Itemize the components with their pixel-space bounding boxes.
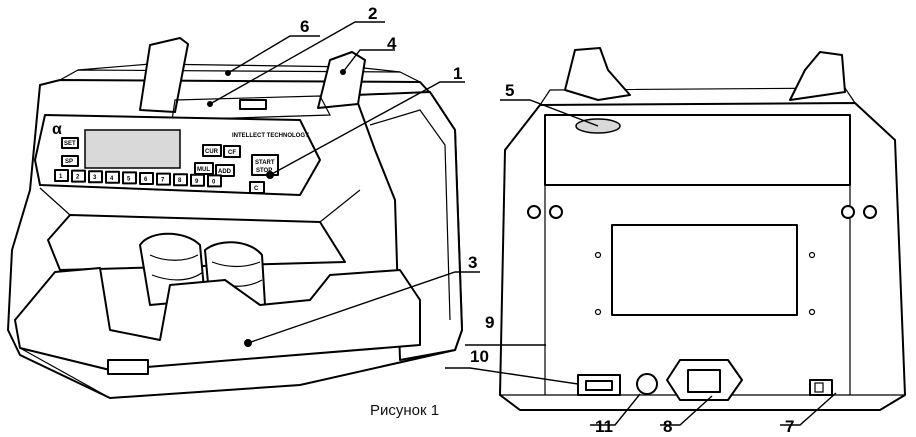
figure-caption: Рисунок 1	[370, 402, 440, 419]
digit-key-5[interactable]	[122, 171, 137, 185]
callout-numbers: 6 2 4 1 3 5 9 10 11 8 7	[300, 4, 794, 436]
plate-screw	[808, 308, 816, 316]
rear-guide-right	[789, 51, 846, 101]
lcd-display	[84, 129, 181, 169]
digit-key-4[interactable]	[105, 170, 120, 184]
cf-button[interactable]	[223, 145, 241, 158]
callout-9: 9	[485, 313, 494, 332]
callout-8: 8	[663, 417, 672, 436]
callout-6: 6	[300, 17, 309, 36]
callout-7: 7	[785, 417, 794, 436]
panel-buttons: SET SP CUR CF MUL ADD START STOP 1 2 3 4 5 6 7…	[54, 137, 279, 194]
callout-11: 11	[595, 417, 613, 436]
digit-key-label: 9	[195, 179, 199, 185]
stop-label: STOP	[256, 168, 272, 174]
digit-key-7[interactable]	[156, 172, 171, 186]
power-socket-inner	[687, 369, 721, 393]
power-switch-rocker	[814, 382, 824, 393]
hopper-tray	[171, 95, 331, 121]
cf-button-label: CF	[228, 150, 236, 156]
brand-label: INTELLECT TECHNOLOGY	[232, 133, 309, 139]
left-guide	[139, 37, 189, 113]
digit-key-label: 4	[110, 176, 114, 182]
start-label: START	[255, 160, 275, 166]
digit-key-label: 6	[144, 177, 148, 183]
serial-port-inner	[585, 380, 613, 391]
rear-label-plate	[611, 224, 798, 316]
vent-slot	[107, 359, 149, 375]
rear-screw-4	[863, 205, 877, 219]
add-button-label: ADD	[218, 169, 232, 175]
hopper-slot	[239, 99, 267, 110]
set-button[interactable]	[61, 137, 79, 149]
digit-key-label: 5	[127, 176, 131, 182]
digit-key-6[interactable]	[139, 172, 154, 185]
plate-screw	[594, 308, 602, 316]
rear-screw-2	[549, 205, 563, 219]
front-bottom-tray	[14, 267, 421, 371]
fuse-holder	[636, 373, 658, 395]
digit-key-9[interactable]	[190, 173, 205, 187]
top-rim	[59, 69, 421, 83]
sp-button[interactable]	[61, 155, 79, 167]
callout-10: 10	[470, 347, 489, 366]
rear-view	[499, 47, 906, 411]
rear-guide-left	[564, 47, 631, 101]
callout-3: 3	[468, 253, 477, 272]
leader-lines	[209, 21, 837, 426]
rear-top-face	[539, 87, 856, 106]
clear-button[interactable]	[249, 181, 265, 194]
callout-4: 4	[387, 34, 397, 53]
digit-key-0[interactable]	[207, 174, 222, 188]
sp-button-label: SP	[65, 159, 73, 165]
digit-key-1[interactable]	[54, 169, 69, 182]
start-stop-button[interactable]	[251, 154, 279, 176]
digit-key-label: 3	[93, 175, 97, 181]
power-switch[interactable]	[809, 379, 833, 396]
rear-screw-1	[527, 205, 541, 219]
base-lip	[19, 347, 456, 399]
front-view: α INTELLECT TECHNOLOGY SET SP CUR CF MUL…	[7, 37, 463, 399]
plate-screw	[594, 251, 602, 259]
callout-1: 1	[453, 64, 462, 83]
digit-key-label: 8	[178, 178, 182, 184]
top-edge	[77, 63, 401, 73]
digit-key-label: 0	[212, 179, 216, 185]
digit-key-label: 2	[76, 175, 80, 181]
callout-5: 5	[505, 81, 514, 100]
digit-key-8[interactable]	[173, 173, 188, 187]
digit-key-label: 1	[59, 174, 63, 180]
digit-key-2[interactable]	[71, 169, 86, 183]
logo-mark: α	[52, 121, 62, 138]
cur-button-label: CUR	[205, 149, 219, 155]
cur-button[interactable]	[202, 144, 222, 157]
mul-button-label: MUL	[197, 167, 210, 173]
digit-key-label: 7	[161, 178, 165, 184]
plate-screw	[808, 251, 816, 259]
add-button[interactable]	[215, 164, 235, 177]
rear-screw-3	[841, 205, 855, 219]
clear-button-label: C	[254, 186, 259, 192]
callout-2: 2	[368, 4, 377, 23]
digit-key-3[interactable]	[88, 170, 103, 184]
side-crease	[369, 109, 451, 321]
digit-keys: 1 2 3 4 5 6 7 8 9 0	[54, 169, 222, 188]
rear-left-edge	[544, 185, 851, 395]
right-guide	[317, 51, 366, 109]
set-button-label: SET	[64, 141, 76, 147]
